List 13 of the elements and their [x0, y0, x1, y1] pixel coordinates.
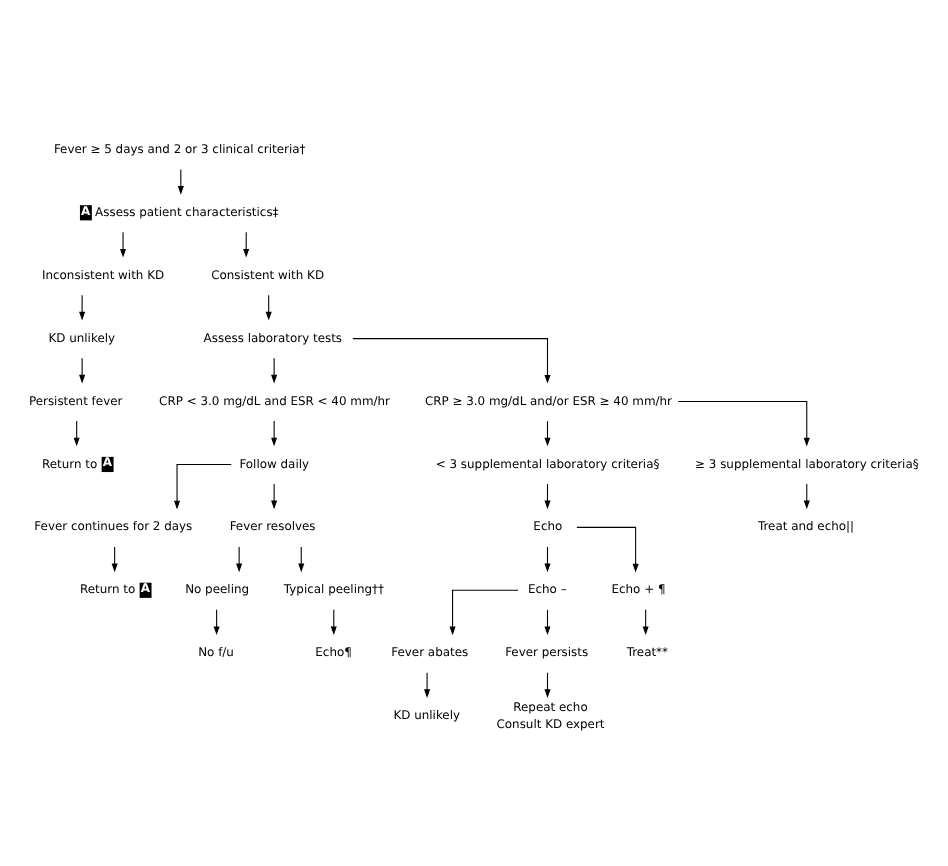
arrow: [352, 338, 551, 384]
arrow: [271, 483, 278, 510]
arrow: [271, 420, 278, 447]
arrow: [271, 357, 278, 384]
arrow: [236, 546, 243, 573]
arrow: [120, 231, 127, 258]
arrow: [79, 294, 86, 321]
arrow: [424, 672, 431, 698]
arrow: [174, 463, 232, 510]
arrow: [79, 357, 86, 384]
arrow: [449, 589, 519, 636]
arrow: [576, 526, 639, 573]
arrow: [677, 401, 810, 447]
